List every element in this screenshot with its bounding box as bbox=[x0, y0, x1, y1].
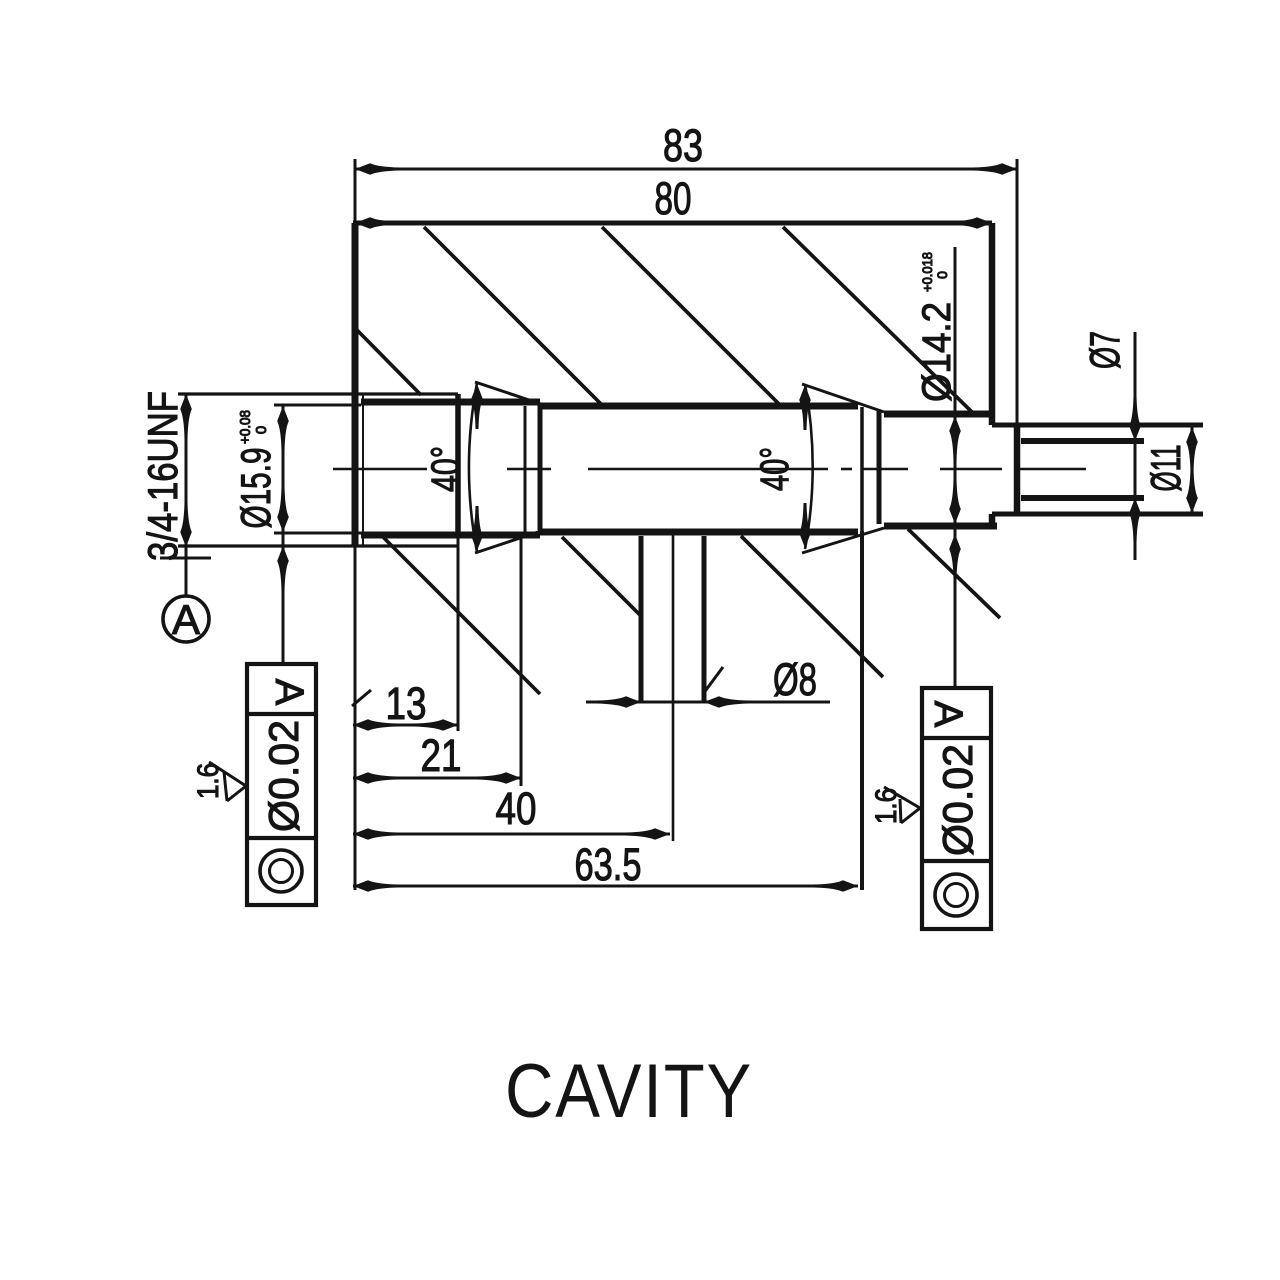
svg-text:21: 21 bbox=[421, 730, 462, 781]
svg-text:0: 0 bbox=[253, 426, 270, 434]
svg-text:Ø7: Ø7 bbox=[1081, 331, 1128, 369]
svg-text:Ø8: Ø8 bbox=[773, 654, 817, 705]
svg-text:63.5: 63.5 bbox=[575, 839, 642, 890]
svg-text:1.6: 1.6 bbox=[192, 763, 225, 799]
svg-text:+0.08: +0.08 bbox=[237, 410, 254, 444]
svg-text:A: A bbox=[267, 679, 311, 706]
svg-text:A: A bbox=[926, 701, 970, 728]
svg-text:0: 0 bbox=[934, 271, 950, 279]
svg-text:40°: 40° bbox=[424, 446, 468, 492]
svg-text:13: 13 bbox=[386, 678, 427, 729]
svg-text:40: 40 bbox=[496, 783, 537, 834]
svg-text:83: 83 bbox=[663, 120, 703, 171]
svg-text:+0.018: +0.018 bbox=[919, 252, 935, 292]
svg-text:Ø11: Ø11 bbox=[1142, 445, 1189, 492]
svg-text:3/4-16UNF: 3/4-16UNF bbox=[139, 391, 186, 561]
svg-text:CAVITY: CAVITY bbox=[505, 1049, 753, 1134]
svg-text:1.6: 1.6 bbox=[870, 788, 903, 824]
svg-text:Ø0.02: Ø0.02 bbox=[934, 744, 981, 856]
svg-text:Ø14.2: Ø14.2 bbox=[915, 302, 959, 402]
svg-text:Ø0.02: Ø0.02 bbox=[260, 720, 307, 832]
svg-text:Ø15.9: Ø15.9 bbox=[232, 448, 279, 529]
svg-text:A: A bbox=[172, 596, 200, 643]
svg-text:40°: 40° bbox=[753, 447, 797, 491]
svg-text:80: 80 bbox=[655, 173, 692, 224]
